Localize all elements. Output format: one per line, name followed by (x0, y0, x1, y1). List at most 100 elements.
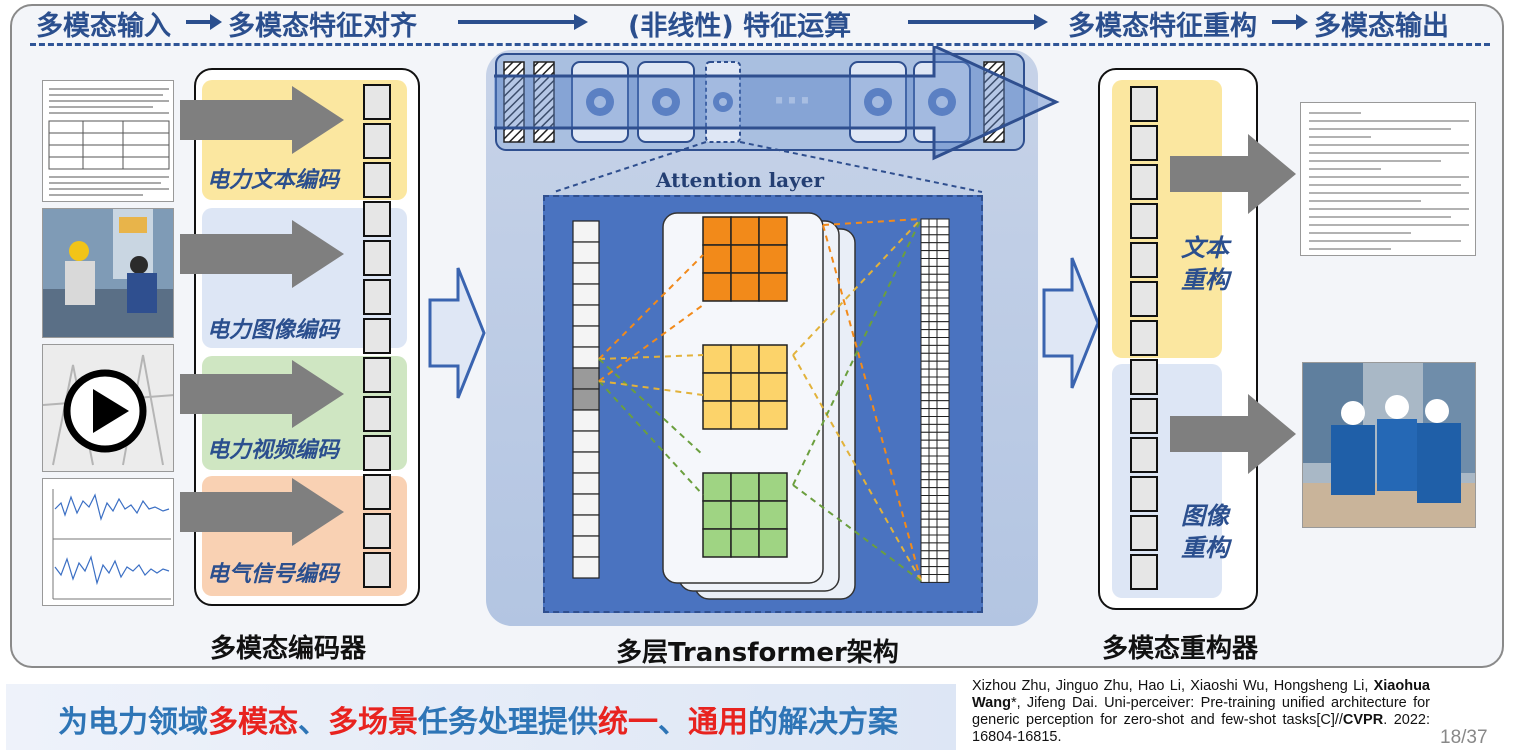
token-cell (363, 84, 391, 120)
attention-grid-cell (730, 500, 760, 530)
attention-grid-cell (730, 216, 760, 246)
key-token-cell (920, 305, 950, 315)
key-token-cell (920, 344, 950, 354)
key-token-cell (920, 416, 950, 425)
output-text-document-thumbnail (1300, 102, 1476, 256)
layer-flow-arrow-icon (494, 46, 1060, 161)
page-number: 18/37 (1440, 727, 1488, 748)
attention-grid-cell (702, 244, 732, 274)
footer-banner (6, 684, 956, 750)
slogan-segment: 为电力领域 (58, 705, 208, 740)
key-token-cell (920, 550, 950, 560)
attention-grid-cell (758, 272, 788, 302)
token-cell (1130, 86, 1158, 122)
key-token-cell (920, 431, 950, 441)
footer-slogan: 为电力领域多模态、多场景任务处理提供统一、通用的解决方案 (58, 697, 898, 741)
key-token-cell (920, 258, 950, 267)
token-cell (1130, 359, 1158, 395)
reconstructor-output-arrows (1170, 134, 1296, 474)
video-play-icon (43, 345, 173, 471)
attention-grid-cell (730, 272, 760, 302)
attention-grid-cell (730, 372, 760, 402)
encoder-title: 多模态编码器 (210, 634, 367, 664)
encoder-label-signal: 电气信号编码 (207, 562, 340, 587)
query-token-cell (572, 367, 600, 390)
key-token-cell (920, 281, 950, 291)
query-token-cell (572, 451, 600, 474)
token-cell (1130, 320, 1158, 356)
header-step-input: 多模态输入 (36, 11, 171, 42)
power-image-thumbnail (42, 208, 174, 338)
token-cell (1130, 242, 1158, 278)
query-token-cell (572, 346, 600, 369)
key-token-cell (920, 479, 950, 489)
token-cell (363, 552, 391, 588)
token-cell (363, 474, 391, 510)
attention-grid-cell (758, 216, 788, 246)
attention-grid-cell (758, 500, 788, 530)
query-token-cell (572, 493, 600, 516)
reconstructor-token-column (1130, 86, 1160, 593)
document-lines-icon (1309, 112, 1469, 250)
key-token-cell (920, 376, 950, 386)
header-arrow-icon (458, 14, 588, 30)
key-token-cell (920, 297, 950, 307)
attention-grid-cell (702, 472, 732, 502)
key-token-cell (920, 439, 950, 449)
token-cell (1130, 515, 1158, 551)
query-token-cell (572, 325, 600, 348)
header-step-recon: 多模态特征重构 (1068, 11, 1257, 42)
electrical-signal-thumbnail (42, 478, 174, 606)
attention-grid-cell (730, 400, 760, 430)
key-token-cell (920, 265, 950, 275)
token-cell (1130, 554, 1158, 590)
key-token-cell (920, 352, 950, 362)
encoder-arrow-icon (180, 478, 344, 546)
key-token-cell (920, 337, 950, 346)
query-token-cell (572, 535, 600, 558)
key-token-cell (920, 313, 950, 323)
key-token-cell (920, 250, 950, 259)
token-cell (363, 123, 391, 159)
key-token-cell (920, 534, 950, 544)
token-cell (1130, 437, 1158, 473)
token-cell (363, 318, 391, 354)
query-token-cell (572, 283, 600, 306)
encoder-arrow-icon (180, 220, 344, 288)
token-cell (363, 357, 391, 393)
query-token-cell (572, 556, 600, 579)
slogan-segment: 、 (298, 705, 328, 740)
attention-diagram (572, 212, 950, 600)
token-cell (1130, 164, 1158, 200)
text-document-thumbnail (42, 80, 174, 202)
recon-label-text: 文本 重构 (1181, 234, 1229, 294)
encoder-arrow-icon (180, 86, 344, 154)
token-cell (363, 162, 391, 198)
query-token-cell (572, 262, 600, 285)
power-video-thumbnail (42, 344, 174, 472)
attention-grid-cell (758, 344, 788, 374)
encoder-label-image: 电力图像编码 (207, 318, 340, 343)
slogan-segment: 的解决方案 (748, 705, 898, 740)
key-token-cell (920, 321, 950, 331)
token-cell (1130, 476, 1158, 512)
attention-grid-cell (702, 216, 732, 246)
key-token-cell (920, 408, 950, 418)
attention-grid-cell (702, 372, 732, 402)
query-token-cell (572, 304, 600, 327)
transformer-title: 多层Transformer架构 (616, 638, 899, 668)
query-token-cell (572, 241, 600, 264)
encoder-token-column (363, 84, 393, 591)
output-arrow-icon (1170, 134, 1296, 214)
key-token-cell (920, 510, 950, 520)
attention-grid-cell (758, 528, 788, 558)
workers-photo-icon (43, 209, 173, 337)
transformer-layer-stack: ··· (494, 46, 1060, 193)
recon-label-image: 图像 重构 (1181, 502, 1229, 562)
query-token-cell (572, 430, 600, 453)
key-token-cell (920, 234, 950, 244)
slogan-segment: 通用 (688, 705, 748, 740)
waveform-chart-icon (52, 489, 171, 600)
output-image-thumbnail (1302, 362, 1476, 528)
key-token-cell (920, 463, 950, 473)
